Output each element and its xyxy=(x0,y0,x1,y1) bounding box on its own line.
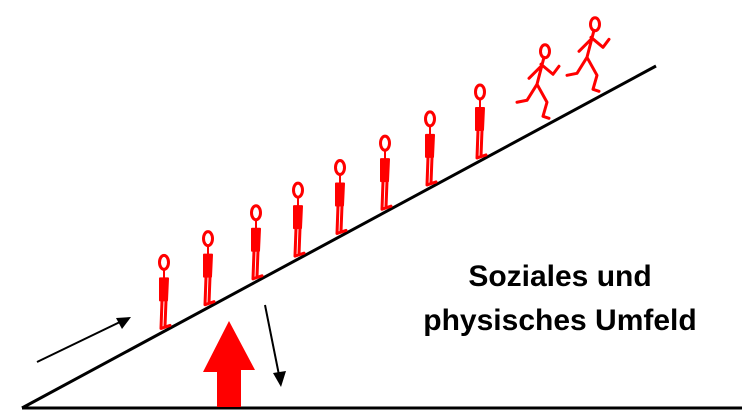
standing-figure-icon xyxy=(424,110,438,187)
figures-group xyxy=(158,16,611,330)
caption: Soziales und physisches Umfeld xyxy=(380,255,740,343)
slope-direction-arrow-icon xyxy=(36,317,131,363)
standing-figure-icon xyxy=(334,158,348,235)
caption-line-1: Soziales und xyxy=(468,260,652,293)
standing-figure-icon xyxy=(158,253,172,330)
running-figure-icon xyxy=(515,43,561,120)
caption-line-2: physisches Umfeld xyxy=(423,304,697,337)
standing-figure-icon xyxy=(474,83,488,160)
standing-figure-icon xyxy=(250,204,264,281)
down-arrow-icon xyxy=(264,304,286,387)
standing-figure-icon xyxy=(379,134,393,211)
standing-figure-icon xyxy=(292,181,306,258)
standing-figure-icon xyxy=(202,230,216,307)
slope-line xyxy=(21,64,657,410)
up-arrow-icon xyxy=(203,321,255,407)
running-figure-icon xyxy=(565,16,611,93)
